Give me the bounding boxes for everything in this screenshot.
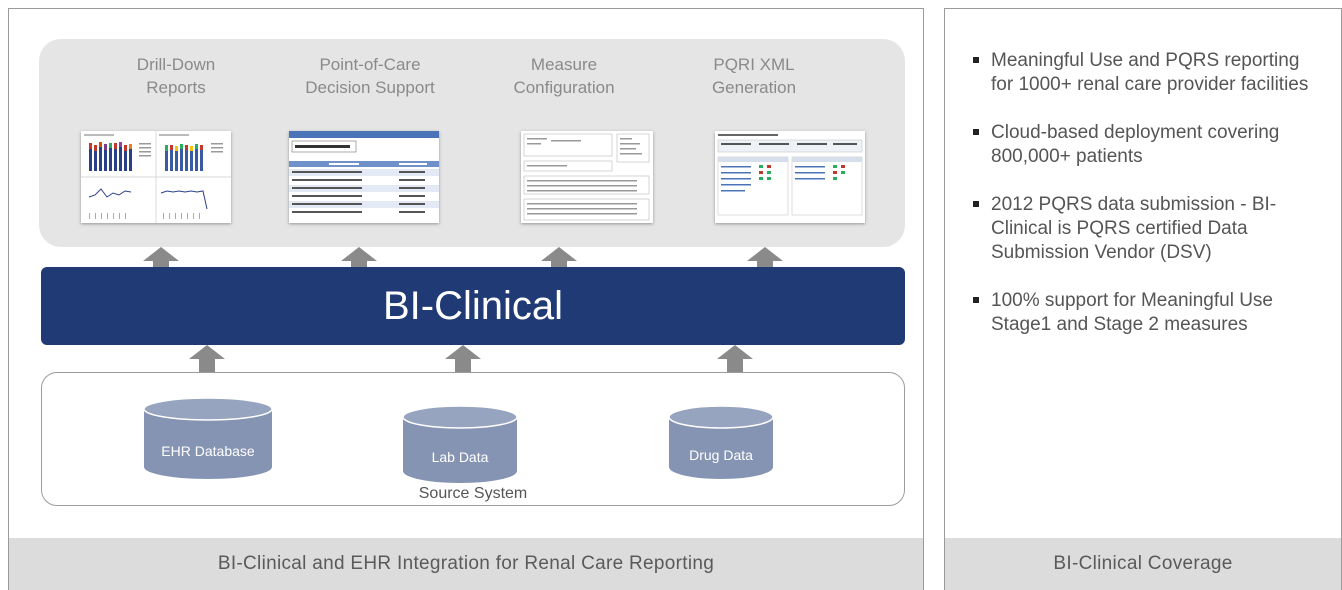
database-cylinder-icon — [143, 397, 273, 479]
feature-drill-down: Drill-Down Reports — [91, 53, 261, 99]
coverage-panel: Meaningful Use and PQRS reporting for 10… — [944, 8, 1342, 590]
bullet-square-icon — [973, 201, 979, 207]
coverage-bullet: 100% support for Meaningful Use Stage1 a… — [973, 289, 1325, 337]
bullet-text: Meaningful Use and PQRS reporting for 10… — [991, 50, 1309, 95]
feature-title-line2: Decision Support — [305, 78, 435, 97]
coverage-bullet: Cloud-based deployment covering 800,000+… — [973, 121, 1325, 169]
integration-caption: BI-Clinical and EHR Integration for Rena… — [9, 538, 923, 590]
source-system-box: EHR Database Lab Data Drug Data Source S… — [41, 372, 905, 506]
coverage-bullet: 2012 PQRS data submission - BI-Clinical … — [973, 193, 1325, 265]
bullet-square-icon — [973, 297, 979, 303]
coverage-bullet: Meaningful Use and PQRS reporting for 10… — [973, 49, 1325, 97]
up-arrow-icon — [189, 345, 225, 373]
database-label: EHR Database — [161, 443, 255, 459]
up-arrow-icon — [541, 247, 577, 275]
up-arrow-icon — [341, 247, 377, 275]
feature-title-line1: PQRI XML — [713, 55, 795, 74]
drill-down-report-thumbnail — [81, 131, 231, 223]
bullet-square-icon — [973, 129, 979, 135]
database-cylinder-icon — [402, 405, 518, 483]
bi-clinical-bar: BI-Clinical — [41, 267, 905, 345]
coverage-bullet-list: Meaningful Use and PQRS reporting for 10… — [973, 49, 1325, 361]
up-arrow-icon — [143, 247, 179, 275]
measure-configuration-thumbnail — [521, 131, 653, 223]
bullet-text: Cloud-based deployment covering 800,000+… — [991, 122, 1280, 167]
bullet-text: 100% support for Meaningful Use Stage1 a… — [991, 290, 1273, 335]
drug-data-database: Drug Data — [668, 405, 774, 481]
source-system-label: Source System — [418, 485, 528, 502]
reports-feature-box: Drill-Down Reports Point-of-Care Decisio… — [39, 39, 905, 247]
integration-panel: Drill-Down Reports Point-of-Care Decisio… — [8, 8, 924, 590]
database-cylinder-icon — [668, 405, 774, 479]
feature-measure-config: Measure Configuration — [479, 53, 649, 99]
feature-point-of-care: Point-of-Care Decision Support — [285, 53, 455, 99]
coverage-caption: BI-Clinical Coverage — [945, 538, 1341, 590]
pqri-xml-thumbnail — [715, 131, 865, 223]
bullet-text: 2012 PQRS data submission - BI-Clinical … — [991, 194, 1277, 263]
database-label: Drug Data — [689, 447, 753, 463]
up-arrow-icon — [747, 247, 783, 275]
ehr-database: EHR Database — [143, 397, 273, 481]
database-label: Lab Data — [431, 449, 489, 465]
feature-title-line1: Drill-Down — [136, 55, 216, 74]
feature-title-line1: Measure — [530, 55, 598, 74]
feature-title-line2: Generation — [711, 78, 797, 97]
lab-data-database: Lab Data — [402, 405, 518, 485]
decision-support-thumbnail — [289, 131, 439, 223]
up-arrow-icon — [445, 345, 481, 373]
feature-title-line2: Configuration — [513, 78, 615, 97]
bullet-square-icon — [973, 57, 979, 63]
feature-pqri-xml: PQRI XML Generation — [669, 53, 839, 99]
feature-title-line2: Reports — [146, 78, 206, 97]
up-arrow-icon — [717, 345, 753, 373]
feature-title-line1: Point-of-Care — [319, 55, 421, 74]
